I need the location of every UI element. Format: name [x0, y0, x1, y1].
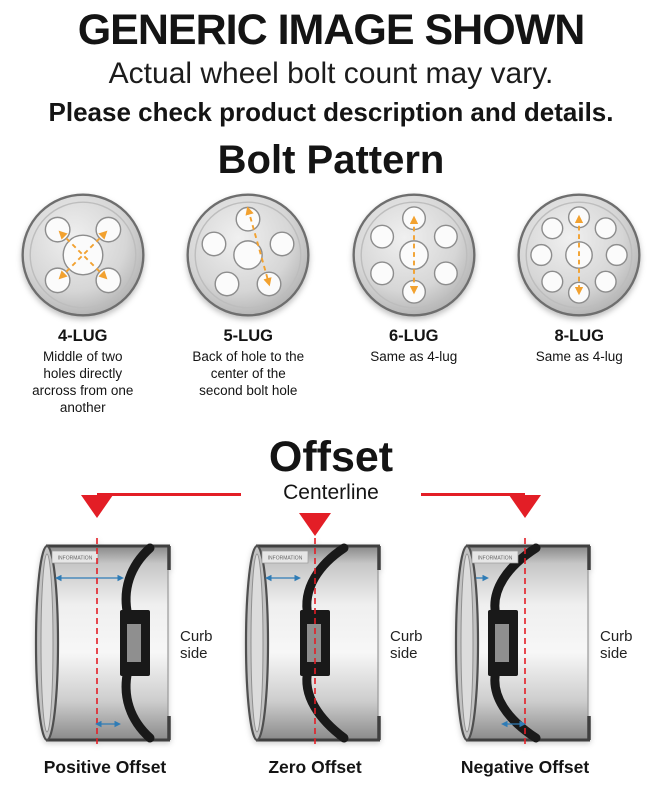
offset-labels-row: Positive Offset Zero Offset Negative Off…: [0, 757, 662, 778]
wheel-6lug-icon: [352, 193, 476, 317]
wheel-8lug-icon: [517, 193, 641, 317]
centerline-marker-icon: [81, 494, 113, 518]
header: GENERIC IMAGE SHOWN Actual wheel bolt co…: [0, 0, 662, 128]
watermark-text: INFORMATION: [478, 555, 513, 561]
bolt-pattern-heading: Bolt Pattern: [217, 138, 445, 182]
lug-description: Middle of two holes directly arcross fro…: [32, 349, 134, 415]
curb-side-label: Curb side: [600, 628, 633, 662]
watermark-text: INFORMATION: [268, 555, 303, 561]
spoke-profile: [121, 543, 155, 620]
lug-label: 6-LUG: [389, 327, 439, 345]
offset-type-label: Positive Offset: [43, 756, 167, 777]
measure-arrow-icon: [245, 206, 272, 287]
centerline-marker-icon: [509, 494, 541, 518]
watermark-text: INFORMATION: [58, 555, 93, 561]
offset-type-label: Zero Offset: [268, 756, 362, 777]
spoke-profile: [490, 665, 541, 742]
curb-side-label: Curb side: [390, 628, 423, 662]
page-subtitle: Actual wheel bolt count may vary.: [108, 57, 554, 90]
offset-wheels-row: INFORMATION Curb side: [0, 537, 662, 753]
offset-positive-diagram: INFORMATION: [30, 537, 180, 753]
bolt-pattern-row: 4-LUG Middle of two holes directly arcro…: [0, 189, 662, 417]
lug-description: Back of hole to the center of the second…: [192, 349, 305, 398]
wheel-cross-section-zero-icon: INFORMATION: [244, 537, 381, 748]
centerline-marker-icon: [299, 512, 331, 536]
page-title: GENERIC IMAGE SHOWN: [77, 6, 586, 54]
wheel-cross-section-positive-icon: INFORMATION: [34, 537, 171, 748]
centerline-label: Centerline: [241, 480, 421, 505]
bolt-pattern-5lug: 5-LUG Back of hole to the center of the …: [166, 189, 332, 417]
curb-side-label: Curb side: [180, 628, 213, 662]
wheel-cross-section-negative-icon: INFORMATION: [454, 537, 591, 748]
bolt-pattern-4lug: 4-LUG Middle of two holes directly arcro…: [0, 189, 166, 417]
lug-label: 4-LUG: [58, 327, 108, 345]
spoke-profile: [302, 665, 349, 742]
spoke-profile: [121, 665, 155, 742]
lug-label: 5-LUG: [223, 327, 274, 345]
page-note: Please check product description and det…: [48, 97, 614, 127]
lug-description: Same as 4-lug: [535, 349, 623, 364]
wheel-4lug-icon: [21, 193, 145, 317]
lug-description: Same as 4-lug: [370, 349, 458, 364]
offset-zero-diagram: INFORMATION: [240, 537, 390, 753]
offset-heading: Offset: [268, 432, 394, 481]
centerline-assembly: Centerline: [0, 480, 662, 538]
spoke-profile: [302, 543, 349, 620]
offset-negative-diagram: INFORMATION: [450, 537, 600, 753]
bolt-pattern-8lug: 8-LUG Same as 4-lug: [497, 189, 662, 417]
lug-label: 8-LUG: [554, 327, 605, 345]
spoke-profile: [490, 543, 541, 620]
bolt-pattern-6lug: 6-LUG Same as 4-lug: [331, 189, 497, 417]
measure-arrow-icon: [58, 230, 108, 280]
offset-type-label: Negative Offset: [460, 756, 590, 777]
wheel-5lug-icon: [186, 193, 310, 317]
